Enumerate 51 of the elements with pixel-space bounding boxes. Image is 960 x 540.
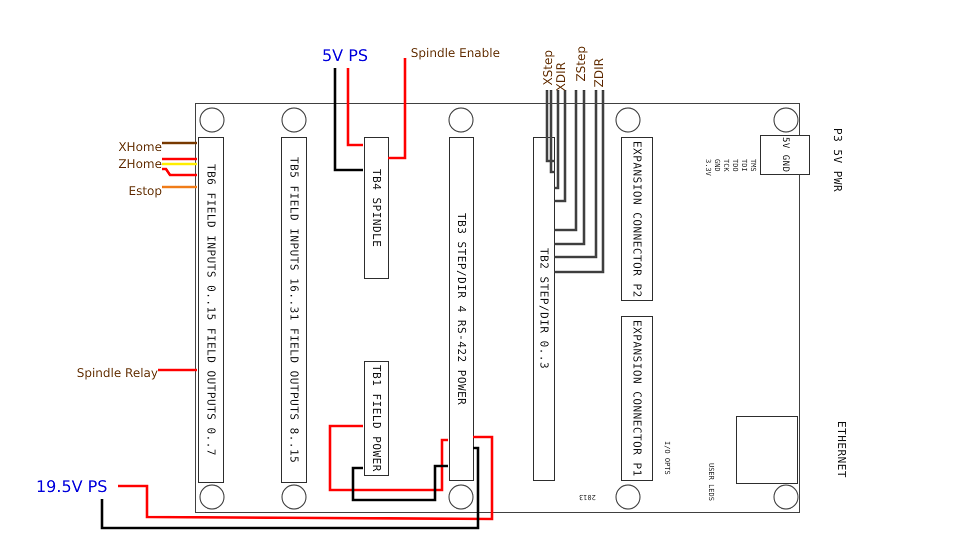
connector-label: TB1 FIELD POWER	[370, 365, 383, 472]
terminal-block	[364, 137, 389, 279]
terminal-block	[621, 137, 653, 301]
connector-label: TB4 SPINDLE	[370, 168, 383, 248]
wire	[162, 186, 197, 188]
wire-label: XHome	[118, 140, 162, 154]
wire-label: XStep	[541, 50, 555, 86]
wire	[388, 58, 406, 160]
connector-label: EXPANSION CONNECTOR P2	[630, 140, 644, 298]
wire	[328, 424, 448, 492]
wire	[546, 90, 554, 162]
wire-label: XDIR	[554, 62, 568, 92]
wire	[162, 142, 197, 144]
wire	[554, 90, 586, 246]
wire-label: Spindle Enable	[410, 46, 500, 60]
wire-label: Spindle Relay	[76, 366, 158, 380]
wire	[554, 90, 598, 258]
terminal-block	[364, 361, 389, 476]
wire-label: ZDIR	[592, 58, 606, 88]
wire	[158, 368, 197, 372]
connector-label: P3 5V PWR	[831, 128, 844, 192]
connector-label: TB3 STEP/DIR 4 RS-422 POWER	[455, 212, 468, 406]
terminal-block	[533, 137, 555, 481]
wire	[554, 90, 566, 202]
connector-label: TB2 STEP/DIR 0..3	[538, 248, 550, 370]
wire-label: ZHome	[118, 157, 162, 171]
wire	[346, 68, 363, 146]
terminal-block	[449, 137, 474, 481]
wire-label: 5V PS	[322, 46, 368, 65]
connector-label: TB5 FIELD INPUTS 16..31 FIELD OUTPUTS 8..15	[288, 156, 300, 464]
wire-label: 19.5V PS	[36, 477, 108, 496]
wire	[118, 436, 494, 520]
wire-label: ZStep	[574, 46, 588, 82]
wire	[550, 90, 554, 174]
connector-label: EXPANSION CONNECTOR P1	[630, 320, 644, 477]
wire	[554, 90, 560, 190]
connector-label: TB6 FIELD INPUTS 0..15 FIELD OUTPUTS 0..7	[204, 164, 218, 456]
wire	[162, 158, 197, 160]
wire	[162, 168, 197, 176]
wire	[162, 162, 197, 166]
connector-label: 5V GND	[780, 137, 790, 173]
wire	[352, 464, 448, 502]
terminal-block	[281, 137, 307, 483]
wire	[554, 90, 604, 274]
wire-label: Estop	[128, 184, 162, 198]
wire	[334, 68, 363, 172]
terminal-block	[621, 316, 653, 481]
wire	[100, 446, 480, 530]
terminal-block	[198, 137, 224, 483]
wire	[554, 90, 578, 232]
connector-label: ETHERNET	[835, 421, 848, 478]
